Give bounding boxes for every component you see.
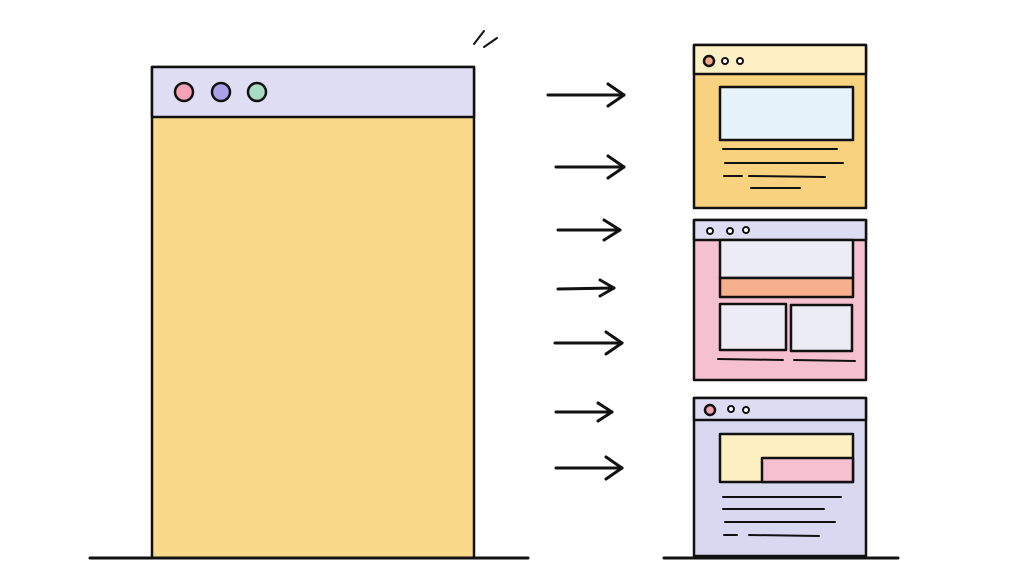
text-lines bbox=[722, 148, 844, 189]
window-dot-icon bbox=[702, 54, 716, 68]
source-window-body bbox=[150, 65, 476, 560]
window2-titlebar bbox=[692, 218, 868, 242]
window-dot-icon bbox=[721, 57, 729, 65]
arrow-icon bbox=[554, 455, 624, 481]
window2-card bbox=[718, 302, 788, 352]
sparkle-marks bbox=[473, 30, 498, 48]
window2-bar bbox=[718, 276, 855, 299]
arrow-icon bbox=[554, 401, 614, 423]
window1-hero-panel bbox=[718, 85, 855, 142]
arrow-icon bbox=[556, 218, 622, 242]
window-dot-icon bbox=[727, 405, 735, 413]
source-window-titlebar bbox=[150, 65, 476, 119]
window-dot-icon bbox=[726, 227, 734, 235]
arrow-icon bbox=[546, 82, 626, 108]
window2-top-panel bbox=[718, 238, 855, 280]
window3-inner-panel bbox=[760, 456, 855, 484]
result-window-3 bbox=[692, 396, 868, 558]
window-dot-icon bbox=[736, 57, 744, 65]
source-browser-window bbox=[150, 65, 476, 560]
window-dot-icon bbox=[210, 81, 232, 103]
window-dot-icon bbox=[703, 403, 717, 417]
window-dot-icon bbox=[742, 406, 750, 414]
arrow-icon bbox=[553, 330, 624, 356]
result-window-1 bbox=[692, 43, 868, 210]
window-dot-icon bbox=[706, 227, 714, 235]
window-dot-icon bbox=[246, 81, 268, 103]
window3-titlebar bbox=[692, 396, 868, 422]
arrows bbox=[546, 82, 626, 481]
arrow-icon bbox=[554, 154, 626, 180]
window1-titlebar bbox=[692, 43, 868, 76]
arrow-icon bbox=[556, 278, 616, 298]
window-dot-icon bbox=[742, 226, 750, 234]
result-window-2 bbox=[692, 218, 868, 382]
window-dot-icon bbox=[173, 81, 195, 103]
window2-card bbox=[789, 303, 854, 353]
